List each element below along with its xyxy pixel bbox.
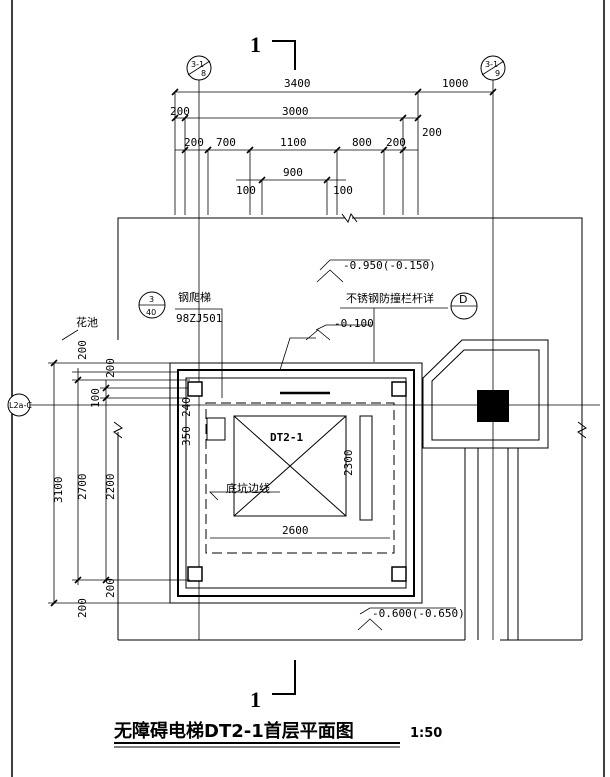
axis-bubble-right: 3-1 9 [480, 55, 506, 81]
dim-200-right: 200 [422, 126, 442, 139]
building-outline [113, 212, 587, 641]
dim-200-seg-b: 200 [386, 136, 406, 149]
annex-column [477, 390, 509, 422]
dim-2700: 2700 [76, 474, 89, 501]
dim-200-left: 200 [170, 105, 190, 118]
leaders [61, 259, 456, 631]
section-mark-top: 1 [250, 32, 296, 70]
section-mark-top-label: 1 [250, 32, 261, 57]
svg-text:8: 8 [201, 69, 206, 78]
dim-3400: 3400 [284, 77, 311, 90]
dim-200-inner-top: 200 [104, 358, 117, 378]
dim-3000: 3000 [282, 105, 309, 118]
dim-1100: 1100 [280, 136, 307, 149]
shaft-columns [187, 381, 407, 582]
dim-350: 350 [180, 426, 193, 446]
elevator-car [233, 415, 347, 517]
ladder-label: 钢爬梯 [178, 291, 211, 304]
ladder-ref: 98ZJ501 [176, 312, 222, 325]
section-mark-bottom: 1 [250, 660, 296, 712]
svg-text:9: 9 [495, 69, 500, 78]
elevation-bottom: -0.600(-0.650) [372, 607, 465, 620]
dim-200-inner-bottom: 200 [104, 578, 117, 598]
horizontal-dimensions [174, 91, 493, 215]
dim-100-left: 100 [236, 184, 256, 197]
elevation-top: -0.950(-0.150) [343, 259, 436, 272]
right-annex [422, 339, 549, 640]
pit-edge-label: 底坑边线 [226, 481, 270, 495]
section-mark-bottom-label: 1 [250, 687, 261, 712]
dim-200-top: 200 [76, 340, 89, 360]
dim-700: 700 [216, 136, 236, 149]
pit-edge-line [205, 402, 395, 554]
dimension-ticks-v [50, 359, 110, 607]
svg-text:L2a-C: L2a-C [9, 401, 32, 410]
drawing-title: 无障碍电梯DT2-1首层平面图 [114, 720, 354, 742]
svg-text:3: 3 [149, 295, 154, 304]
dim-2600: 2600 [282, 524, 309, 537]
axis-bubble-side: L2a-C [7, 393, 32, 417]
svg-text:D: D [459, 293, 467, 306]
svg-text:40: 40 [146, 308, 156, 317]
dim-1000: 1000 [442, 77, 469, 90]
dim-100-vertical: 100 [89, 388, 102, 408]
dim-200-seg: 200 [184, 136, 204, 149]
dim-3100: 3100 [52, 477, 65, 504]
railing-note: 不锈钢防撞栏杆详 [346, 291, 434, 305]
dim-200-bottom: 200 [76, 598, 89, 618]
dim-240: 240 [180, 397, 193, 417]
ladder-bubble: 3 40 [138, 291, 166, 319]
axis-bubble-left: 3-1 8 [186, 55, 212, 81]
drawing-scale: 1:50 [410, 726, 442, 741]
dim-2300: 2300 [342, 450, 355, 477]
dimension-ticks-h [171, 88, 497, 184]
elevator-shaft [169, 362, 423, 604]
dim-2200: 2200 [104, 474, 117, 501]
detail-bubble-d: D [450, 292, 478, 320]
planter-label: 花池 [76, 316, 98, 329]
svg-text:3-1: 3-1 [191, 60, 204, 69]
elevation-mid: -0.100 [334, 317, 374, 330]
elevator-label: DT2-1 [270, 431, 303, 444]
vertical-dimensions [48, 362, 190, 604]
svg-text:3-1: 3-1 [485, 60, 498, 69]
dim-100-right: 100 [333, 184, 353, 197]
dim-900: 900 [283, 166, 303, 179]
dim-800: 800 [352, 136, 372, 149]
